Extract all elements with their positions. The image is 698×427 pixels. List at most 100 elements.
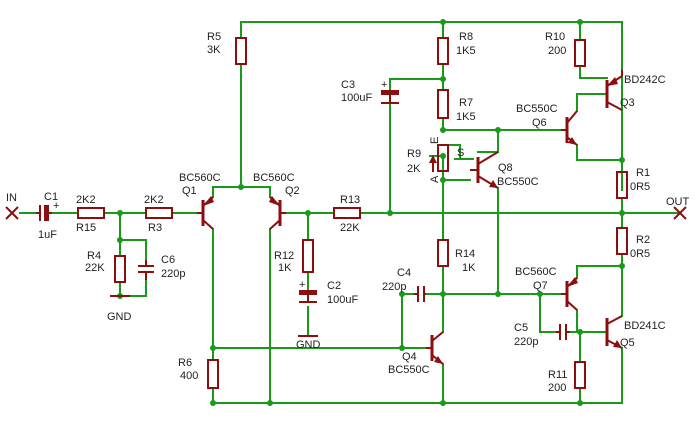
capacitors [36,90,570,340]
label-c4-val: 220p [382,281,406,293]
label-r7-val: 1K5 [456,111,476,123]
label-r5-val: 3K [207,44,221,56]
label-r1-val: 0R5 [630,181,650,193]
r7-resistor [437,89,449,119]
label-r9-a: A [429,175,441,183]
label-c3: C3 [341,79,355,91]
label-r12: R12 [274,250,294,262]
labels: IN OUT C1 1uF 2K2 R15 2K2 R3 R4 22K C6 2… [6,31,690,394]
c2-plus-mark: + [299,279,305,291]
r13-resistor [333,207,361,219]
label-q3: Q3 [620,97,635,109]
q7-transistor [561,277,578,311]
label-c6-val: 220p [161,268,185,280]
r9-trimmer [429,144,449,172]
c5-capacitor [556,324,570,340]
c3-plus-mark: + [381,79,387,91]
label-q2-type: BC560C [253,172,295,184]
r1-resistor [616,171,628,199]
label-r14-val: 1K [462,262,476,274]
junctions [117,19,625,406]
q6-transistor [561,110,578,146]
label-r15-val: 2K2 [76,194,96,206]
r12-resistor [302,239,314,273]
label-q7: Q7 [533,280,548,292]
label-c2-val: 100uF [327,294,358,306]
label-q6: Q6 [532,117,547,129]
label-q1-type: BC560C [179,172,221,184]
label-r3-val: 2K2 [144,194,164,206]
r4-resistor [114,255,126,283]
label-r8: R8 [459,31,473,43]
label-q4-type: BC550C [388,364,430,376]
label-r11-val: 200 [548,382,566,394]
label-r7: R7 [459,97,473,109]
r3-resistor [145,207,173,219]
c1-capacitor [36,205,52,221]
label-r2: R2 [636,234,650,246]
c4-capacitor [414,286,426,302]
label-r8-val: 1K5 [456,45,476,57]
q2-transistor [269,196,286,230]
label-r9-val: 2K [407,163,421,175]
q8-transistor [470,151,499,189]
q5-transistor [605,315,623,349]
label-r15: R15 [76,222,96,234]
label-q3-type: BD242C [624,74,666,86]
label-q4: Q4 [402,351,417,363]
label-r12-val: 1K [278,262,292,274]
in-terminal [5,206,19,220]
q3-transistor [605,70,623,111]
label-r6-val: 400 [180,370,198,382]
label-r4-val: 22K [85,262,105,274]
label-r2-val: 0R5 [630,248,650,260]
label-gnd-r4: GND [107,311,132,323]
label-r14: R14 [455,248,475,260]
q1-transistor [197,196,214,230]
label-r9-e: E [429,137,441,144]
label-r5: R5 [207,31,221,43]
r14-resistor [437,239,449,267]
label-c1-val: 1uF [38,229,57,241]
label-r6: R6 [178,357,192,369]
resistors [77,37,628,389]
label-r13: R13 [340,194,360,206]
r5-resistor [235,37,247,65]
label-q1: Q1 [182,185,197,197]
r6-resistor [207,359,219,389]
label-q2: Q2 [285,185,300,197]
label-out: OUT [666,196,690,208]
c2-capacitor [299,290,317,303]
label-r10: R10 [545,31,565,43]
label-c5: C5 [514,322,528,334]
label-c2: C2 [327,280,341,292]
c1-plus-mark: + [53,200,59,212]
q4-transistor [426,331,444,365]
label-q7-type: BC560C [515,266,557,278]
label-in: IN [6,192,17,204]
label-q5: Q5 [620,337,635,349]
label-c1: C1 [44,191,58,203]
label-q5-type: BD241C [624,320,666,332]
label-gnd-c2: GND [296,339,321,351]
label-q8-type: BC550C [497,176,539,188]
r2-resistor [616,227,628,255]
label-r3: R3 [148,222,162,234]
r10-resistor [574,39,586,67]
label-q8: Q8 [498,162,513,174]
r11-resistor [574,361,586,389]
label-r9-s: S [457,147,464,159]
label-r10-val: 200 [548,45,566,57]
label-r11: R11 [548,369,567,381]
r8-resistor [437,37,449,65]
label-c5-val: 220p [514,336,538,348]
label-c3-val: 100uF [341,92,372,104]
r15-resistor [77,207,105,219]
c6-capacitor [138,260,154,280]
label-r9: R9 [407,148,421,160]
out-terminal [673,206,687,220]
label-c4: C4 [397,267,411,279]
c3-capacitor [381,90,399,104]
label-c6: C6 [161,254,175,266]
